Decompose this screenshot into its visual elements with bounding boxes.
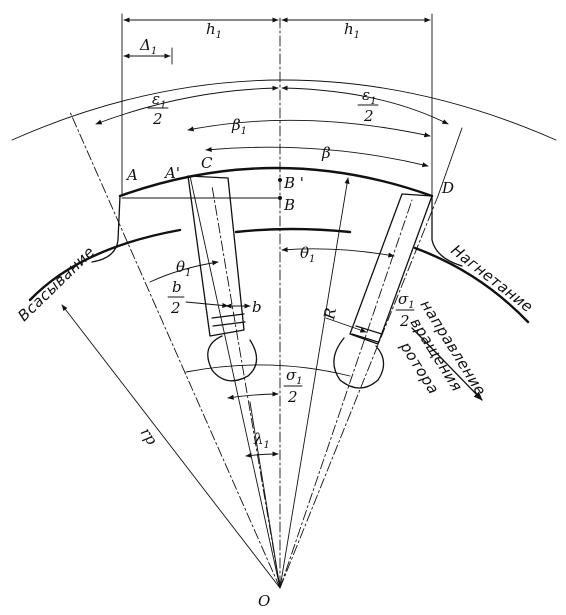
label-beta: β xyxy=(321,144,331,162)
label-h1-left: h1 xyxy=(206,20,222,41)
rotation-arrow xyxy=(411,327,483,401)
label-rp: rp xyxy=(137,424,162,448)
label-point-D: D xyxy=(441,179,454,197)
label-sigma-right-den: 2 xyxy=(399,312,410,330)
label-theta1-right: θ1 xyxy=(300,244,315,265)
label-point-B-prime: B ' xyxy=(283,174,304,192)
radial-C xyxy=(189,175,281,589)
discharge-port-edge xyxy=(431,195,463,267)
label-eps1-left-den: 2 xyxy=(152,110,163,128)
dim-b-half xyxy=(185,301,229,308)
outer-arc xyxy=(11,79,557,141)
arc-sigma-lower xyxy=(227,391,279,400)
left-vane-band-1 xyxy=(211,313,245,319)
label-sigma-right-num: σ1 xyxy=(398,290,415,311)
suction-port-edge xyxy=(91,195,121,263)
label-eps1-right-num: ε1 xyxy=(362,86,376,107)
label-b: b xyxy=(252,298,262,316)
label-delta1: Δ1 xyxy=(139,36,157,57)
label-point-A: A xyxy=(125,166,138,184)
left-vane-band-2 xyxy=(212,321,246,327)
label-theta1-left: θ1 xyxy=(176,258,191,279)
right-vane xyxy=(349,193,433,345)
label-point-A-prime: A' xyxy=(163,164,180,182)
arc-lambda1 xyxy=(245,451,279,458)
radial-rp xyxy=(61,304,281,589)
dim-sigma-right xyxy=(325,317,367,333)
arc-theta1-left xyxy=(149,260,219,283)
label-suction: Всасывание xyxy=(14,243,98,325)
rotor-arc-right xyxy=(413,246,530,324)
point-B-mark xyxy=(278,196,282,200)
radial-D xyxy=(279,195,439,589)
label-sigma-lower-den: 2 xyxy=(287,388,298,406)
left-vane xyxy=(187,175,245,337)
right-vane-bulb xyxy=(333,337,385,389)
arc-beta xyxy=(205,146,429,168)
arc-beta1 xyxy=(187,119,431,138)
lambda1-offset-line xyxy=(249,401,281,589)
label-eps1-left-num: ε1 xyxy=(152,90,166,111)
rotor-arc-left xyxy=(28,228,182,302)
radial-vane-left xyxy=(211,185,281,589)
radial-A xyxy=(69,111,281,589)
point-B-prime-mark xyxy=(278,178,282,182)
label-point-C: C xyxy=(201,154,213,172)
label-point-B: B xyxy=(283,196,295,214)
arc-eps1-right xyxy=(281,85,449,125)
label-b-half-num: b xyxy=(172,278,182,296)
right-vane-band-2 xyxy=(351,333,379,343)
radial-vane-right xyxy=(279,199,413,589)
radial-R xyxy=(279,177,350,589)
rotor-arc-mid xyxy=(234,227,352,234)
radial-D-outer xyxy=(437,127,463,197)
arc-eps1-left xyxy=(95,85,279,125)
label-sigma-lower-num: σ1 xyxy=(286,366,303,387)
label-eps1-right-den: 2 xyxy=(363,107,374,125)
label-lambda1: λ1 xyxy=(253,430,270,451)
label-beta1: β1 xyxy=(231,116,247,137)
label-R: R xyxy=(320,306,340,321)
label-discharge: Нагнетание xyxy=(448,241,537,316)
left-vane-bulb xyxy=(207,335,258,382)
arc-theta1-right xyxy=(281,247,395,258)
label-h1-right: h1 xyxy=(344,20,360,41)
label-origin-O: O xyxy=(258,592,270,610)
stator-surface-arc xyxy=(118,166,434,198)
label-b-half-den: 2 xyxy=(170,299,181,317)
right-vane-band-1 xyxy=(355,325,383,335)
arc-lower-center xyxy=(185,364,351,377)
